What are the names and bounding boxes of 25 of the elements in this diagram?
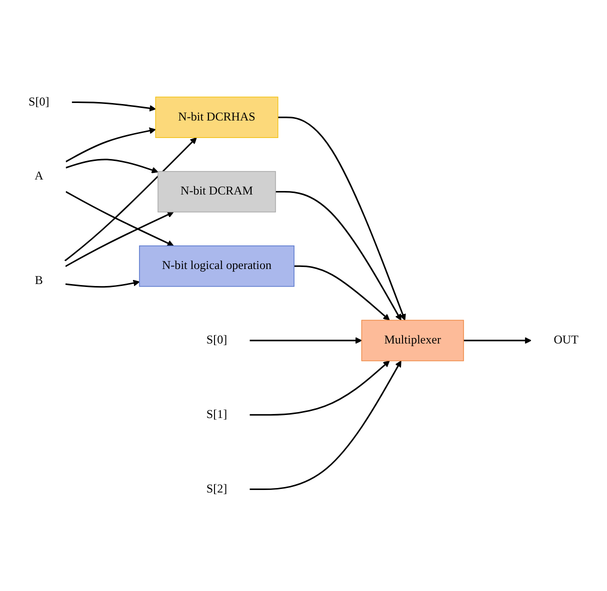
arrow	[278, 116, 406, 320]
arrow	[294, 265, 390, 320]
node-box: N-bit DCRAM	[158, 170, 276, 212]
node-text: S[0]	[206, 333, 228, 346]
arrow	[65, 279, 140, 288]
arrow	[72, 101, 156, 112]
arrow	[64, 137, 197, 262]
arrow	[250, 336, 362, 344]
node-text: B	[34, 274, 43, 287]
arrow	[65, 190, 174, 246]
node-text: S[1]	[206, 408, 228, 421]
node-text: S[2]	[206, 482, 228, 496]
arrow	[65, 211, 174, 267]
node-text: OUT	[554, 333, 578, 346]
node-text: A	[34, 170, 44, 182]
node-box: Multiplexer	[361, 320, 464, 361]
arrow	[250, 360, 390, 416]
arrow	[464, 336, 532, 344]
node-text: S[0]	[28, 95, 50, 108]
arrow	[276, 190, 402, 320]
arrow	[66, 158, 158, 173]
node-box: N-bit DCRHAS	[155, 96, 278, 138]
arrow	[250, 360, 402, 490]
node-box: N-bit logical operation	[139, 245, 294, 286]
arrow	[65, 127, 156, 162]
